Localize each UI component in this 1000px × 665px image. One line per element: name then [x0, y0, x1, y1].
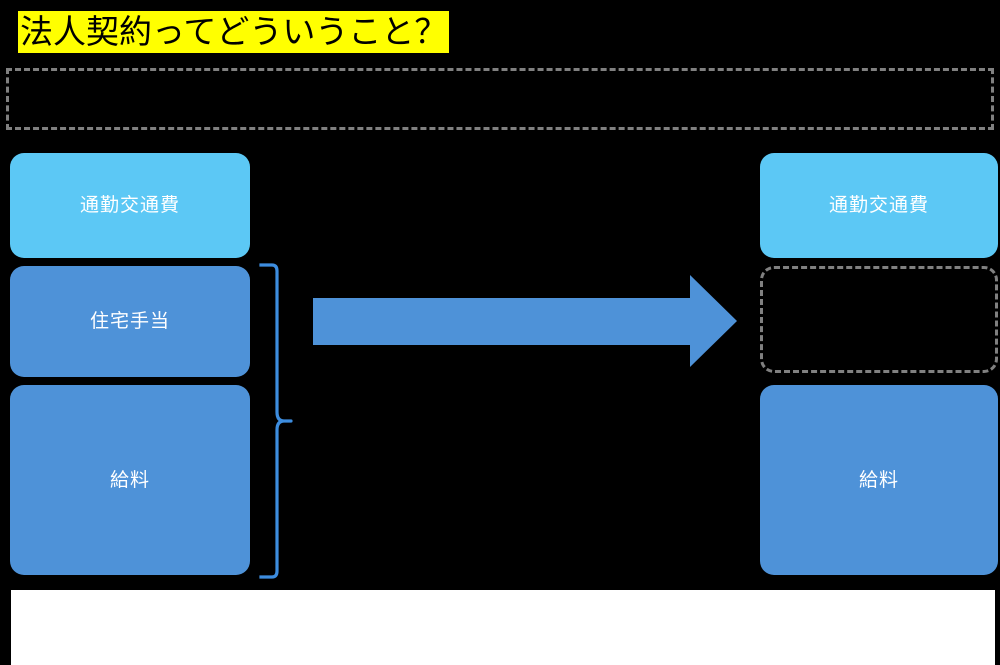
- right-arrow-icon: [313, 275, 737, 367]
- after-item-salary-label: 給料: [858, 468, 899, 491]
- after-item-commute-allowance-label: 通勤交通費: [828, 194, 929, 217]
- before-item-commute-allowance: 通勤交通費: [10, 153, 250, 258]
- after-item-commute-allowance: 通勤交通費: [760, 153, 998, 258]
- curly-brace-icon: [259, 263, 293, 579]
- bottom-white-panel: [11, 590, 995, 665]
- before-item-housing-allowance-label: 住宅手当: [89, 310, 170, 333]
- before-item-salary: 給料: [10, 385, 250, 575]
- after-item-removed-placeholder: [760, 266, 998, 373]
- top-dashed-banner: [6, 68, 994, 130]
- page-title: 法人契約ってどういうこと？: [18, 11, 450, 53]
- before-item-housing-allowance: 住宅手当: [10, 266, 250, 377]
- before-item-commute-allowance-label: 通勤交通費: [79, 194, 180, 217]
- before-item-salary-label: 給料: [109, 468, 150, 491]
- page-title-text: 法人契約ってどういうこと？: [18, 11, 450, 53]
- after-item-salary: 給料: [760, 385, 998, 575]
